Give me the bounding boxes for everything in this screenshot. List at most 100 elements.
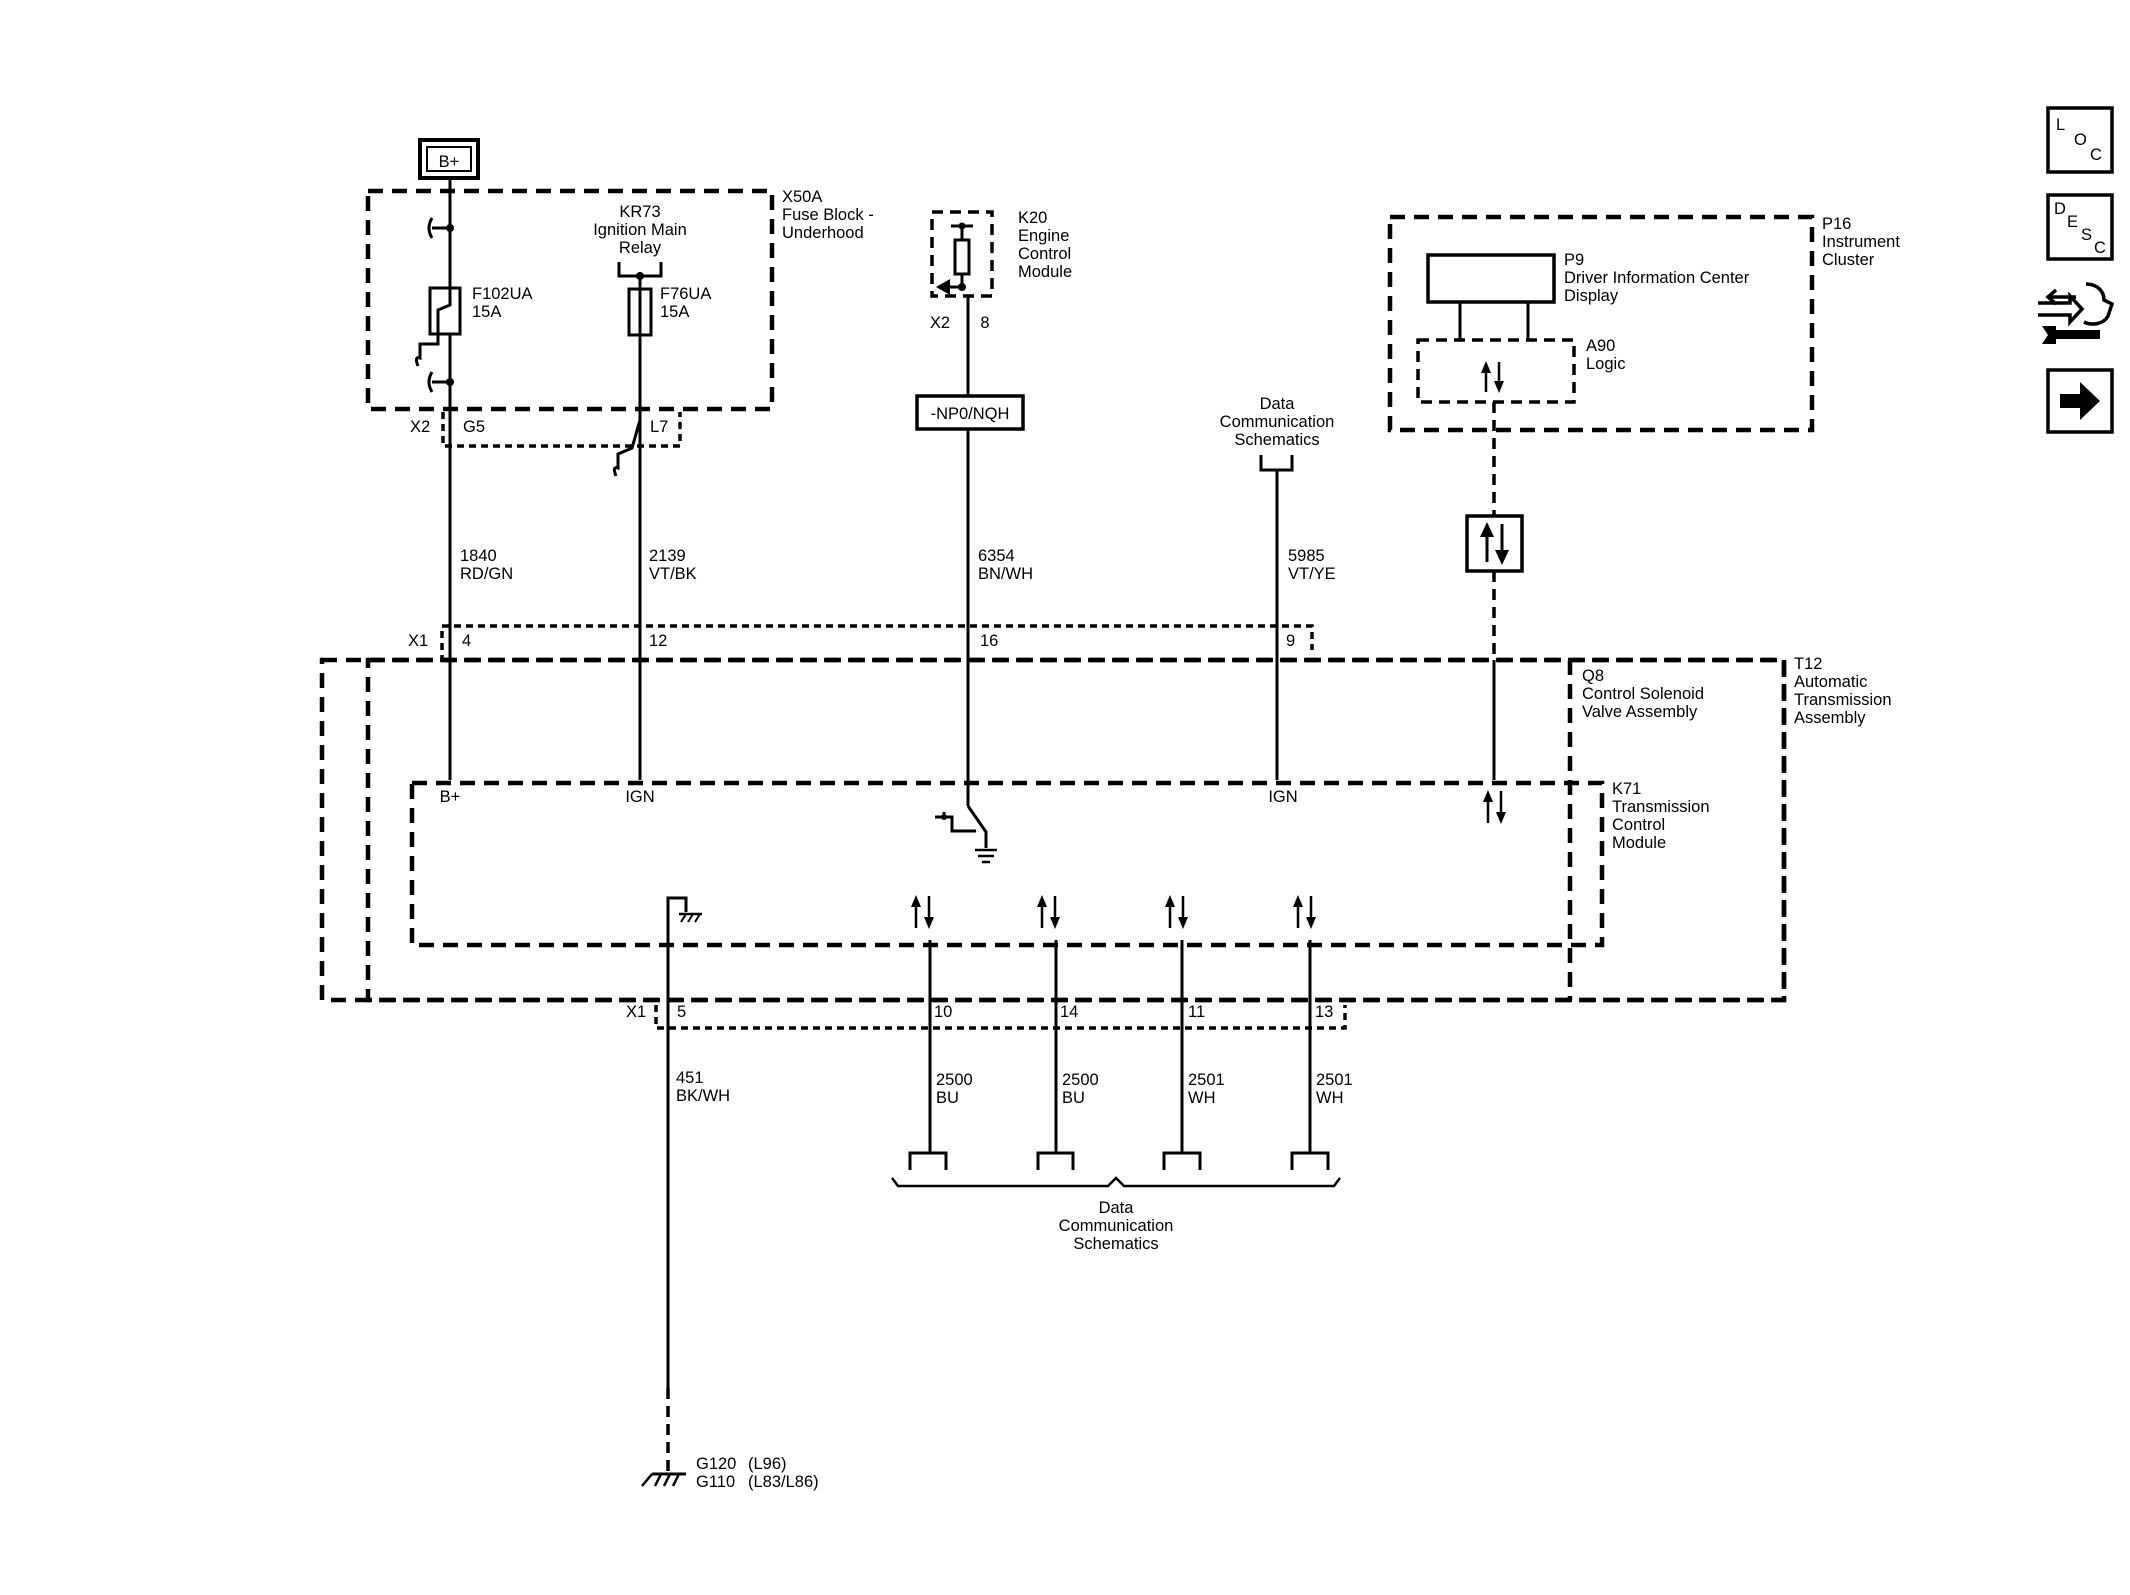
x1-upper-pin-4: 4	[462, 632, 471, 650]
wire-1840-circuit: 1840	[460, 547, 497, 565]
k71-name-1: Transmission	[1612, 798, 1710, 816]
dic-display-box	[1426, 253, 1556, 304]
k71-serial-arrow-icon	[1483, 790, 1506, 824]
wire-2501-b-circuit: 2501	[1316, 1071, 1353, 1089]
x1-upper-pin-16: 16	[980, 632, 998, 650]
t12-ref: T12	[1794, 655, 1822, 673]
brace-icon	[891, 1176, 1341, 1188]
ecm-name-2: Control	[1018, 245, 1071, 263]
x1-upper-pin-9: 9	[1286, 632, 1295, 650]
ground-g110-option: (L83/L86)	[748, 1473, 819, 1491]
pin-g5: G5	[463, 418, 485, 436]
ecm-name-3: Module	[1018, 263, 1072, 281]
engine-control-module-k20: K20 Engine Control Module X2 8 -NP0/NQH	[915, 209, 1072, 806]
wire-1840-color: RD/GN	[460, 565, 513, 583]
x1-lower-pin-5: 5	[677, 1003, 686, 1021]
x1-lower-pin-13: 13	[1315, 1003, 1333, 1021]
ground-g120-g110: G120 (L96) G110 (L83/L86)	[641, 1035, 819, 1491]
instrument-cluster-p16: P16 Instrument Cluster P9 Driver Informa…	[1387, 214, 1900, 780]
data-comm-reference-top: Data Communication Schematics	[1220, 395, 1335, 780]
k71-name-2: Control	[1612, 816, 1665, 834]
cluster-name-1: Instrument	[1822, 233, 1900, 251]
logic-box	[1416, 338, 1576, 404]
serial-data-box-icon	[1465, 514, 1524, 573]
serial-data-lines	[908, 895, 1330, 1170]
k71-term-bplus: B+	[440, 788, 461, 806]
data-comm-bottom-line-3: Schematics	[1073, 1235, 1158, 1253]
fuse-block-ref: X50A	[782, 188, 822, 206]
data-comm-bottom-line-1: Data	[1099, 1199, 1135, 1217]
next-page-button[interactable]	[2046, 368, 2114, 434]
t12-name-2: Transmission	[1794, 691, 1892, 709]
ground-g120: G120	[696, 1455, 736, 1473]
loc-letter-l: L	[2056, 116, 2065, 134]
connector-x1-upper: X1 4 12 16 9	[408, 624, 1314, 662]
x1-lower-label: X1	[626, 1003, 646, 1021]
logic-name: Logic	[1586, 355, 1625, 373]
data-comm-top-line-2: Communication	[1220, 413, 1335, 431]
option-box-label: -NP0/NQH	[931, 405, 1010, 423]
ecm-name-1: Engine	[1018, 227, 1069, 245]
wire-2501-a-circuit: 2501	[1188, 1071, 1225, 1089]
data-comm-top-line-1: Data	[1260, 395, 1296, 413]
loc-letter-o: O	[2074, 131, 2087, 149]
k71-name-3: Module	[1612, 834, 1666, 852]
transmission-control-module-k71: K71 Transmission Control Module B+ IGN I…	[409, 780, 1710, 1035]
display-ref: P9	[1564, 251, 1584, 269]
wire-2501-a-color: WH	[1188, 1089, 1216, 1107]
t12-name-1: Automatic	[1794, 673, 1867, 691]
chassis-ground-icon	[641, 1472, 686, 1487]
serial-data-arrow-icon	[1293, 895, 1316, 929]
relay-kr73-icon	[617, 262, 663, 288]
connector-x1-lower: X1 5 10 14 11 13	[626, 1003, 1347, 1030]
serial-data-arrow-icon	[911, 895, 934, 929]
serial-data-arrow-icon	[1165, 895, 1188, 929]
k71-ref: K71	[1612, 780, 1641, 798]
ecm-pin: 8	[980, 314, 989, 332]
wire-2500-b-circuit: 2500	[1062, 1071, 1099, 1089]
x1-upper-pin-12: 12	[649, 632, 667, 650]
ecm-ref: K20	[1018, 209, 1047, 227]
relay-ref: KR73	[619, 203, 660, 221]
connector-wrench-icon[interactable]	[2038, 282, 2115, 344]
fuse-block-name-2: Underhood	[782, 224, 864, 242]
ecm-output-arrow-icon	[936, 279, 950, 295]
desc-letter-e: E	[2067, 213, 2078, 231]
desc-letter-d: D	[2054, 200, 2066, 218]
x1-lower-pin-14: 14	[1060, 1003, 1078, 1021]
x1-lower-pin-11: 11	[1188, 1003, 1205, 1021]
loc-button[interactable]: L O C	[2046, 106, 2114, 174]
wire-2139-color: VT/BK	[649, 565, 697, 583]
transmission-assembly-t12: Q8 Control Solenoid Valve Assembly T12 A…	[319, 655, 1892, 1003]
ground-g120-option: (L96)	[748, 1455, 787, 1473]
battery-power-source: B+	[418, 138, 480, 180]
q8-name-2: Valve Assembly	[1582, 703, 1698, 721]
data-comm-bottom-line-2: Communication	[1059, 1217, 1174, 1235]
bplus-label: B+	[439, 153, 460, 171]
fuse-f76ua-icon	[627, 287, 653, 337]
k71-internal-ground-icon	[666, 896, 702, 1035]
pin-l7: L7	[650, 418, 668, 436]
fuse-f102ua-icon	[414, 286, 462, 367]
ground-g110: G110	[696, 1473, 735, 1491]
desc-button[interactable]: D E S C	[2046, 193, 2114, 261]
wire-labels-upper: 1840 RD/GN 2139 VT/BK 6354 BN/WH 5985 VT…	[460, 547, 1336, 583]
wire-6354-color: BN/WH	[978, 565, 1033, 583]
q8-ref: Q8	[1582, 667, 1604, 685]
k71-term-ign-2: IGN	[1268, 788, 1297, 806]
logic-ref: A90	[1586, 337, 1615, 355]
x1-lower-pin-10: 10	[934, 1003, 952, 1021]
desc-letter-s: S	[2081, 226, 2092, 244]
wire-5985-color: VT/YE	[1288, 565, 1336, 583]
wire-6354-circuit: 6354	[978, 547, 1015, 565]
k71-term-ign-1: IGN	[625, 788, 654, 806]
data-comm-top-line-3: Schematics	[1234, 431, 1319, 449]
fuse1-rating: 15A	[472, 303, 501, 321]
q8-name-1: Control Solenoid	[1582, 685, 1704, 703]
fuse2-rating: 15A	[660, 303, 689, 321]
wire-2139-circuit: 2139	[649, 547, 686, 565]
serial-data-arrow-icon	[1037, 895, 1060, 929]
data-comm-reference-bottom: Data Communication Schematics	[891, 1176, 1341, 1253]
wire-2500-a-color: BU	[936, 1089, 959, 1107]
